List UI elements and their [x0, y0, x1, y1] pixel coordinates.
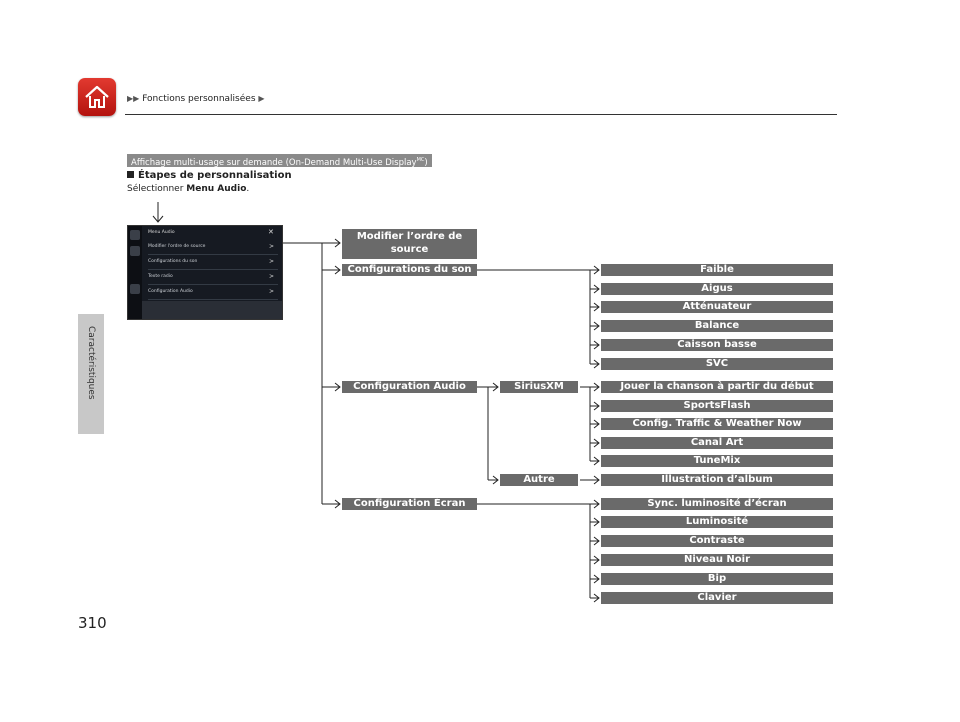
leaf-luminosite: Luminosité [601, 516, 833, 528]
node-autre: Autre [500, 474, 578, 486]
leaf-jouer-chanson: Jouer la chanson à partir du début [601, 381, 833, 393]
screen-bottom-bar [142, 301, 282, 319]
leaf-contraste: Contraste [601, 535, 833, 547]
leaf-bip: Bip [601, 573, 833, 585]
scroll-down-icon [130, 284, 140, 294]
leaf-faible: Faible [601, 264, 833, 276]
leaf-traffic-weather: Config. Traffic & Weather Now [601, 418, 833, 430]
screen-menu-item: Texte radio> [148, 270, 278, 285]
breadcrumb[interactable]: ▶▶ Fonctions personnalisées ▶ [127, 94, 265, 104]
leaf-niveau-noir: Niveau Noir [601, 554, 833, 566]
leaf-aigus: Aigus [601, 283, 833, 295]
instruction-text: Sélectionner Menu Audio. [127, 184, 250, 194]
leaf-canal-art: Canal Art [601, 437, 833, 449]
leaf-sportsflash: SportsFlash [601, 400, 833, 412]
close-icon: ✕ [268, 228, 274, 236]
node-configuration-ecran: Configuration Écran [342, 498, 477, 510]
screen-title: Menu Audio [148, 230, 175, 235]
breadcrumb-arrow-icon: ▶▶ [127, 94, 140, 103]
screen-left-bar [128, 226, 142, 319]
leaf-illustration-album: Illustration d’album [601, 474, 833, 486]
section-title: Étapes de personnalisation [127, 170, 292, 181]
sidebar-tab [78, 314, 104, 434]
audio-menu-screenshot: Menu Audio ✕ Modifier l'ordre de source>… [127, 225, 283, 320]
leaf-clavier: Clavier [601, 592, 833, 604]
node-siriusxm: SiriusXM [500, 381, 578, 393]
scroll-up-icon [130, 246, 140, 256]
screen-menu-item: Configuration Audio> [148, 285, 278, 300]
leaf-caisson-basse: Caisson basse [601, 339, 833, 351]
page-number: 310 [78, 614, 107, 632]
leaf-balance: Balance [601, 320, 833, 332]
feature-label: Affichage multi-usage sur demande (On-De… [127, 154, 432, 168]
node-configurations-du-son: Configurations du son [342, 264, 477, 276]
node-modifier-ordre-source: Modifier l’ordre de source [342, 229, 477, 259]
home-icon [85, 85, 109, 108]
home-button[interactable] [78, 78, 116, 116]
screen-menu-item: Configurations du son> [148, 255, 278, 270]
leaf-sync-luminosite: Sync. luminosité d’écran [601, 498, 833, 510]
leaf-tunemix: TuneMix [601, 455, 833, 467]
square-bullet-icon [127, 171, 134, 178]
breadcrumb-arrow-icon: ▶ [258, 94, 265, 103]
back-icon [130, 230, 140, 240]
leaf-svc: SVC [601, 358, 833, 370]
leaf-attenuateur: Atténuateur [601, 301, 833, 313]
node-configuration-audio: Configuration Audio [342, 381, 477, 393]
screen-menu-item: Modifier l'ordre de source> [148, 240, 278, 255]
breadcrumb-label[interactable]: Fonctions personnalisées [142, 94, 256, 104]
header-divider [125, 114, 837, 115]
